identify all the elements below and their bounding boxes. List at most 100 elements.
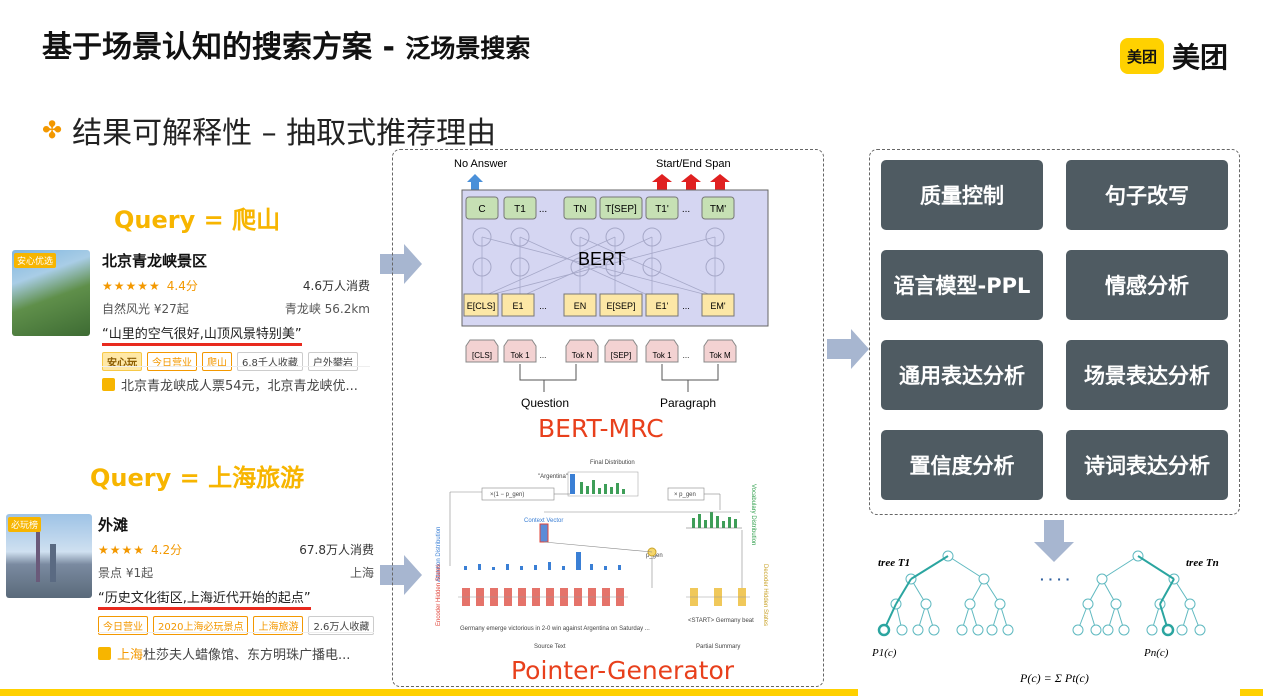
dec-words: <START> Germany beat (688, 618, 754, 624)
embedding-token: E1 (512, 301, 523, 311)
up-arrow-icon (681, 174, 701, 190)
category-price: 自然风光 ¥27起 (102, 300, 189, 317)
tree-dots: · · · · (1040, 571, 1070, 587)
input-token: [CLS] (472, 351, 492, 360)
context-vector-label: Context Vector (524, 518, 563, 524)
bert-label: BERT (578, 249, 626, 269)
input-token: Tok N (572, 351, 593, 360)
poetry-expression-button[interactable]: 诗词表达分析 (1066, 430, 1228, 500)
pointer-generator-diagram: Final Distribution "Argentina" ×(1 − p_g… (420, 454, 790, 654)
deal-icon (102, 378, 115, 391)
card-footer[interactable]: 北京青龙峡成人票54元，北京青龙峡优... (102, 375, 358, 394)
sentence-rewrite-button[interactable]: 句子改写 (1066, 160, 1228, 230)
embedding-token: ... (539, 301, 547, 311)
top-token: T1' (655, 204, 669, 215)
sentiment-analysis-button[interactable]: 情感分析 (1066, 250, 1228, 320)
top-token: TM' (710, 204, 726, 215)
vocab-dist-label: Vocabulary Distribution (750, 484, 756, 545)
top-token: T[SEP] (605, 204, 637, 215)
tree-t1-label: tree T1 (878, 557, 910, 569)
tag: 爬山 (202, 352, 232, 371)
quality-control-button[interactable]: 质量控制 (881, 160, 1043, 230)
top-token: T1 (514, 204, 526, 215)
decoder-states-label: Decoder Hidden States (762, 564, 768, 626)
general-expression-button[interactable]: 通用表达分析 (881, 340, 1043, 410)
right-arrow-icon (827, 329, 871, 369)
section-bullet: ✤ 结果可解释性 – 抽取式推荐理由 (42, 108, 496, 152)
src-words: Germany emerge victorious in 2-0 win aga… (460, 626, 650, 632)
tag: 6.8千人收藏 (237, 352, 303, 371)
tag: 安心玩 (102, 352, 142, 371)
title-sub: 泛场景搜索 (405, 34, 530, 63)
top-token: ... (539, 204, 547, 215)
card-footer[interactable]: 上海杜莎夫人蜡像馆、东方明珠广播电... (98, 644, 350, 663)
tag: 今日营业 (147, 352, 197, 371)
confidence-analysis-button[interactable]: 置信度分析 (881, 430, 1043, 500)
divider (102, 366, 370, 367)
scene-expression-button[interactable]: 场景表达分析 (1066, 340, 1228, 410)
rating-stars-icon: ★★★★ (98, 543, 145, 557)
title-main: 基于场景认知的搜索方案 - (42, 30, 405, 65)
final-dist-label: Final Distribution (590, 460, 635, 466)
top-token: ... (682, 204, 690, 215)
location-distance: 青龙峡 56.2km (285, 300, 370, 317)
up-arrow-icon (467, 174, 483, 190)
embedding-token: E[CLS] (467, 301, 496, 311)
partial-summary-label: Partial Summary (696, 644, 740, 650)
card-badge: 安心优选 (14, 253, 56, 268)
top-token: C (478, 204, 485, 215)
bert-mrc-diagram: No Answer Start/End Span BERT C T1 ... T… (430, 152, 800, 414)
consume-count: 67.8万人消费 (299, 541, 374, 558)
divider (98, 632, 374, 633)
meituan-logo: 美团 美团 (1120, 36, 1228, 76)
formula-label: P(c) = Σ Pt(c) (1019, 671, 1089, 685)
source-text-label: Source Text (534, 644, 566, 650)
recommend-reason: “历史文化街区,上海近代开始的起点” (98, 587, 311, 610)
thumbnail-mountain: 安心优选 (12, 250, 90, 336)
up-arrow-icon (710, 174, 730, 190)
embedding-token: EM' (710, 301, 726, 311)
no-answer-label: No Answer (454, 158, 508, 170)
embedding-token: EN (574, 301, 587, 311)
consume-count: 4.6万人消费 (303, 277, 370, 294)
tree-tn-label: tree Tn (1186, 557, 1219, 569)
input-token: Tok 1 (510, 351, 530, 360)
poi-name[interactable]: 外滩 (98, 514, 374, 535)
poi-name[interactable]: 北京青龙峡景区 (102, 250, 370, 271)
tag: 户外攀岩 (308, 352, 358, 371)
bullet-text: 结果可解释性 – 抽取式推荐理由 (72, 108, 496, 152)
p1-label: P1(c) (871, 647, 897, 659)
pointer-generator-caption: Pointer-Generator (511, 656, 734, 685)
embedding-token: E[SEP] (606, 301, 635, 311)
poi-card-bund[interactable]: 必玩榜 外滩 ★★★★4.2分 67.8万人消费 景点 ¥1起 上海 “历史文化… (6, 508, 378, 668)
card-badge: 必玩榜 (8, 517, 41, 532)
deal-icon (98, 647, 111, 660)
logo-badge: 美团 (1120, 38, 1164, 74)
one-minus-pgen-label: ×(1 − p_gen) (490, 492, 524, 498)
page-title: 基于场景认知的搜索方案 - 泛场景搜索 (42, 22, 530, 66)
location-distance: 上海 (350, 564, 374, 581)
input-token: ... (540, 351, 547, 360)
pn-label: Pn(c) (1143, 647, 1169, 659)
rating-score: 4.2分 (151, 543, 182, 557)
poi-card-qinglongxia[interactable]: 安心优选 北京青龙峡景区 ★★★★★ 4.4分 4.6万人消费 自然风光 ¥27起… (12, 244, 374, 394)
query-climb: Query = 爬山 (114, 200, 280, 235)
bottom-accent-bar (1240, 689, 1263, 696)
question-label: Question (521, 396, 569, 410)
up-arrow-icon (652, 174, 672, 190)
embedding-token: E1' (656, 301, 669, 311)
paragraph-label: Paragraph (660, 396, 716, 410)
bert-mrc-caption: BERT-MRC (538, 414, 664, 443)
input-token: ... (683, 351, 690, 360)
input-token: Tok M (709, 351, 731, 360)
pgen-times-label: × p_gen (674, 492, 696, 498)
rating-score: 4.4分 (167, 279, 198, 293)
top-token: TN (573, 204, 586, 215)
recommend-reason: “山里的空气很好,山顶风景特别美” (102, 323, 302, 346)
thumbnail-skyline: 必玩榜 (6, 514, 92, 598)
rating-stars-icon: ★★★★★ (102, 279, 161, 293)
flower-bullet-icon: ✤ (42, 116, 62, 144)
logo-text: 美团 (1172, 36, 1228, 76)
input-token: Tok 1 (652, 351, 672, 360)
language-model-ppl-button[interactable]: 语言模型-PPL (881, 250, 1043, 320)
